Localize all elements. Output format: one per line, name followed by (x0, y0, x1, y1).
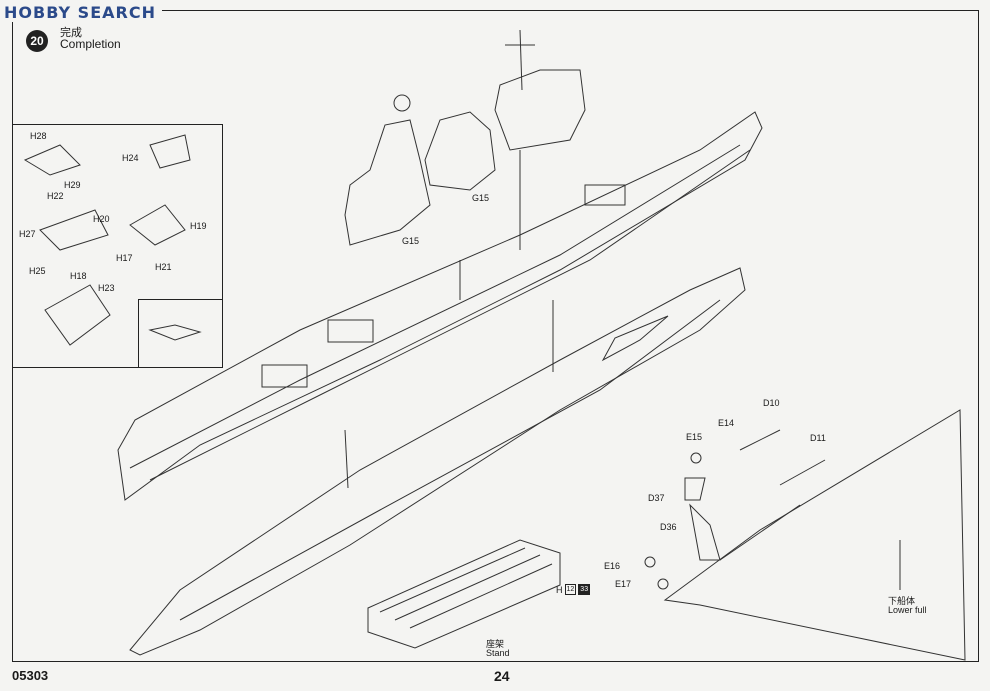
stand-label-cn: 座架 (486, 639, 505, 649)
label-h23: H23 (98, 283, 115, 293)
page-number: 24 (494, 668, 510, 684)
label-h29: H29 (64, 180, 81, 190)
label-e14: E14 (718, 418, 735, 428)
label-h28: H28 (30, 131, 47, 141)
stand-part-tag: H 12 33 (556, 584, 591, 595)
aircraft-inset-panel (12, 124, 223, 368)
label-h18: H18 (70, 271, 87, 281)
step-number-badge: 20 (26, 30, 48, 52)
step-title-cn: 完成 (60, 27, 82, 39)
label-h19: H19 (190, 221, 207, 231)
label-d37: D37 (648, 493, 665, 503)
turret-3 (584, 184, 626, 206)
label-h25: H25 (29, 266, 46, 276)
page-frame (12, 10, 979, 662)
upper-hull (117, 111, 763, 501)
label-d36: D36 (660, 522, 677, 532)
display-stand (367, 539, 561, 649)
lower-hull-detail (663, 409, 966, 661)
lower-hull-label-en: Lower full (888, 605, 927, 615)
label-h24: H24 (122, 153, 139, 163)
watermark-logo: HOBBY SEARCH (4, 3, 162, 22)
stand-part-box-2: 33 (578, 584, 591, 595)
label-h27: H27 (19, 229, 36, 239)
label-e17: E17 (615, 579, 632, 589)
turret-2 (327, 319, 374, 343)
turret-1 (261, 364, 308, 388)
stand-part-box-1: 12 (564, 584, 577, 595)
stand-label-en: Stand (486, 648, 510, 658)
label-h22: H22 (47, 191, 64, 201)
forward-superstructure (344, 119, 431, 246)
product-code: 05303 (12, 668, 49, 683)
label-g15-upper: G15 (472, 193, 490, 203)
aircraft-silhouette-panel (138, 299, 223, 367)
lower-hull (129, 267, 746, 656)
stand-part-letter: H (556, 584, 563, 595)
aft-superstructure (494, 69, 586, 151)
label-h17: H17 (116, 253, 133, 263)
mid-superstructure (424, 111, 496, 191)
label-h20: H20 (93, 214, 110, 224)
label-e16: E16 (604, 561, 621, 571)
lower-hull-label-cn: 下船体 (888, 596, 916, 606)
step-title-en: Completion (60, 37, 121, 51)
label-h21: H21 (155, 262, 172, 272)
label-e15: E15 (686, 432, 703, 442)
label-d10: D10 (763, 398, 780, 408)
label-d11: D11 (810, 433, 826, 443)
label-g15-lower: G15 (402, 236, 420, 246)
